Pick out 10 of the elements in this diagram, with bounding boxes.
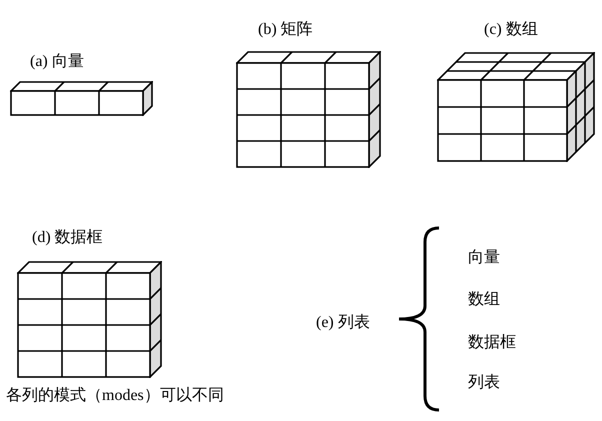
text-label: (e) 列表 [316, 313, 370, 333]
text-label: 各列的模式（modes）可以不同 [6, 386, 224, 406]
text-label: (c) 数组 [484, 20, 538, 40]
text-label: (b) 矩阵 [258, 20, 313, 40]
text-label: 数组 [468, 290, 500, 310]
text-label: (a) 向量 [30, 52, 84, 72]
text-label: (d) 数据框 [32, 228, 103, 248]
text-label: 向量 [468, 248, 500, 268]
text-label: 列表 [468, 373, 500, 393]
text-label: 数据框 [468, 333, 516, 353]
